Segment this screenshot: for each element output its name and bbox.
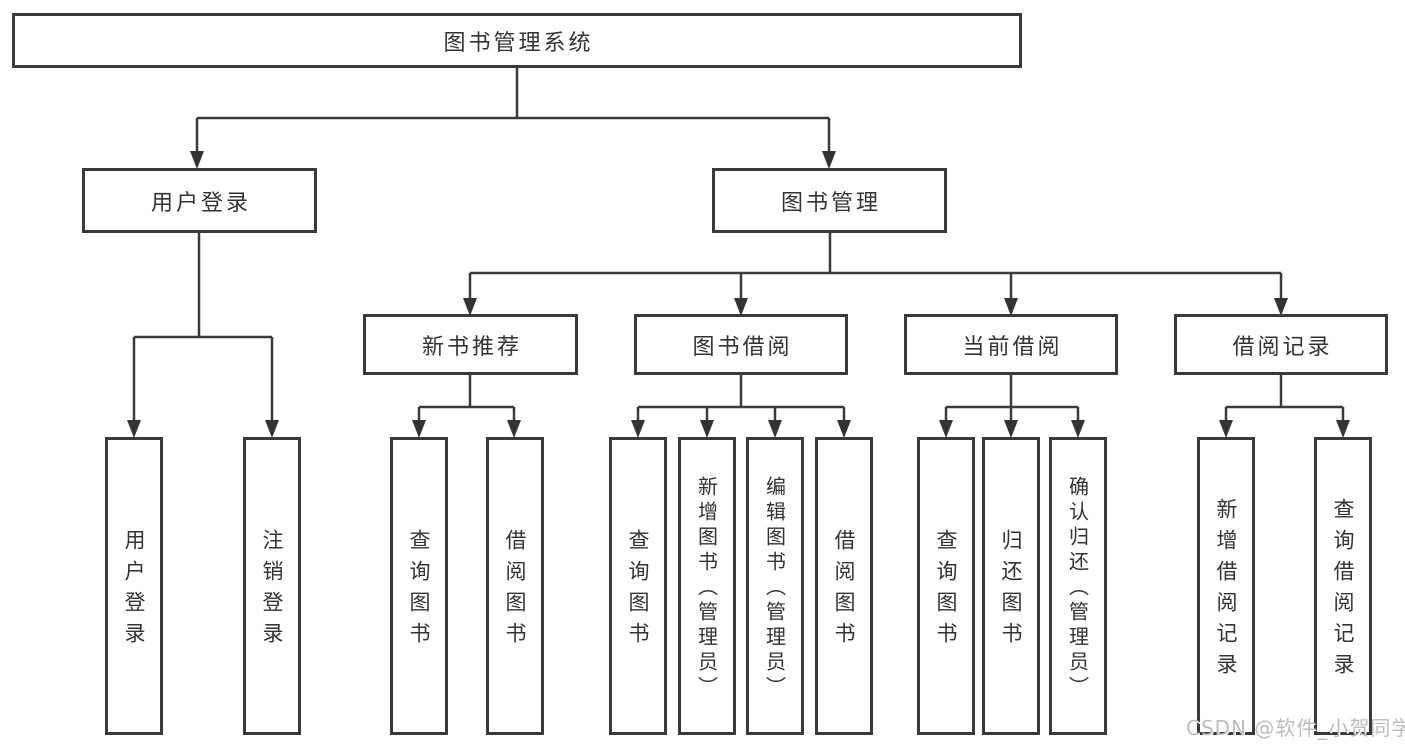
leaf-records-add-borrow-record: 新增借阅记录 (1197, 437, 1255, 735)
leaf-borrowing-query-books: 查询图书 (609, 437, 667, 735)
leaf-current-query-books: 查询图书 (917, 437, 975, 735)
leaf-borrowing-borrow-books: 借阅图书 (815, 437, 873, 735)
leaf-user-login: 用户登录 (105, 437, 163, 735)
leaf-records-query-borrow-record: 查询借阅记录 (1314, 437, 1372, 735)
leaf-newbooks-query-books: 查询图书 (390, 437, 448, 735)
node-new-book-recommendation: 新书推荐 (363, 314, 578, 375)
node-book-borrowing: 图书借阅 (634, 314, 848, 375)
node-book-management: 图书管理 (712, 168, 947, 233)
leaf-current-return-books: 归还图书 (982, 437, 1040, 735)
node-borrowing-records: 借阅记录 (1174, 314, 1388, 375)
leaf-current-confirm-return-admin: 确认归还（管理员） (1049, 437, 1107, 735)
leaf-logout: 注销登录 (243, 437, 301, 735)
leaf-borrowing-add-book-admin: 新增图书（管理员） (678, 437, 736, 735)
node-current-borrowing: 当前借阅 (904, 314, 1118, 375)
leaf-borrowing-edit-book-admin: 编辑图书（管理员） (746, 437, 804, 735)
leaf-newbooks-borrow-books: 借阅图书 (486, 437, 544, 735)
node-library-management-system: 图书管理系统 (12, 13, 1022, 68)
node-user-login: 用户登录 (82, 168, 317, 233)
watermark: CSDN @软件_小贺同学 (1186, 716, 1405, 740)
